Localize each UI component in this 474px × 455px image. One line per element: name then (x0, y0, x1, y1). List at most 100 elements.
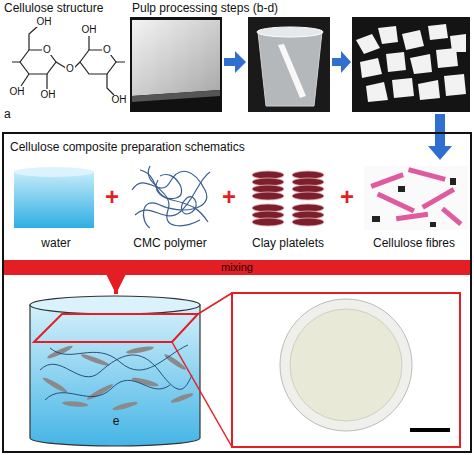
mixing-beaker (170, 392, 194, 405)
pulp-pieces-photo (386, 52, 406, 72)
mixing-beaker (50, 345, 188, 370)
pulp-cup-photo (258, 32, 322, 106)
pulp-pieces-photo (356, 34, 380, 54)
mixing-beaker (30, 296, 200, 446)
mixing-beaker (62, 400, 88, 407)
pulp-pieces-photo (418, 80, 440, 100)
cellulose-fibres (430, 222, 436, 227)
zoom-lines (198, 293, 232, 314)
plus-sign: + (104, 185, 120, 209)
pulp-cup-photo (248, 17, 330, 112)
cellulose-molecule (12, 26, 125, 95)
atom-label: OH (40, 90, 57, 100)
node-text: Clay platelets (252, 236, 324, 250)
mixing-beaker (30, 296, 200, 314)
cellulose-fibres (450, 178, 456, 185)
atom-label: OH (36, 17, 53, 27)
ingredient-box: Clay platelets (240, 162, 336, 250)
cellulose-molecule (88, 36, 89, 50)
pulp-pieces-photo (392, 78, 414, 98)
node-text: CMC polymer (133, 236, 206, 250)
atom-label: O (102, 45, 112, 55)
pulp-cup-photo (278, 44, 306, 98)
pulp-pieces-photo (352, 17, 470, 112)
mixing-beaker (86, 382, 114, 401)
cellulose-fibres (408, 167, 446, 182)
mixing-beaker (42, 344, 195, 412)
cellulose-molecule (29, 26, 38, 50)
panel-heading: Cellulose structure (4, 2, 103, 14)
panel-letter: a (4, 108, 11, 120)
node-text: Cellulose fibres (373, 236, 455, 250)
pulp-pieces-photo (402, 30, 424, 50)
polymer-chains (148, 166, 200, 226)
plus-sign: + (221, 185, 237, 209)
node-text: Cellulose composite preparation schemati… (10, 140, 245, 154)
pulp-pieces-photo (410, 54, 432, 74)
pulp-sheet-photo (132, 20, 220, 96)
clay-platelets (252, 171, 324, 226)
process-arrow (332, 51, 351, 73)
pulp-cup-photo (248, 17, 330, 112)
cellulose-fibres (364, 166, 468, 230)
atom-label: OH (111, 95, 128, 105)
pulp-cup-photo (257, 27, 323, 37)
atom-label: OH (81, 25, 98, 35)
pulp-pieces-photo (352, 17, 470, 112)
ingredient-box: Cellulose fibres (360, 162, 468, 250)
process-arrow (428, 114, 452, 160)
composite-photo (290, 309, 402, 421)
water-beaker (14, 167, 94, 177)
plus-sign: + (339, 185, 355, 209)
composite-photo (410, 428, 450, 432)
pulp-pieces-photo (360, 58, 382, 78)
polymer-chains (135, 172, 210, 216)
cellulose-molecule (12, 61, 125, 62)
zoom-lines (172, 293, 232, 447)
cellulose-molecule (21, 74, 29, 86)
mixing-beaker (112, 400, 138, 412)
pulp-pieces-photo (428, 24, 448, 40)
composite-photo (232, 293, 460, 447)
beaker-box: e (28, 294, 204, 450)
cellulose-fibres (421, 187, 455, 209)
clay-platelets (292, 218, 324, 226)
mixing-band: mixing (4, 260, 470, 275)
cellulose-molecule (46, 74, 47, 89)
node-text: water (41, 236, 70, 250)
polymer-chains (132, 166, 210, 228)
mixing-beaker (80, 353, 110, 368)
mixing-beaker (30, 305, 200, 446)
clay-platelets (252, 192, 284, 200)
water-beaker (14, 167, 94, 228)
atom-label: O (65, 64, 75, 74)
panel-box: Cellulose composite preparation schemati… (2, 132, 472, 453)
mixing-beaker (45, 380, 170, 400)
cellulose-fibres (364, 166, 468, 230)
ingredient-box: CMC polymer (122, 162, 218, 250)
pulp-pieces-photo (378, 26, 398, 44)
mixing-beaker (46, 344, 73, 360)
composite-photo (280, 299, 412, 431)
mixing-beaker (34, 314, 198, 342)
cellulose-fibres (396, 212, 428, 221)
cellulose-molecule (107, 74, 114, 95)
mixing-beaker (42, 376, 69, 394)
cellulose-fibres (441, 207, 463, 226)
mixing-beaker (40, 345, 192, 400)
ingredient-box: water (8, 162, 104, 250)
node-text: mixing (221, 261, 253, 274)
polymer-chains (181, 197, 196, 214)
water-beaker (14, 172, 94, 228)
mixing-beaker (126, 345, 154, 355)
clay-platelets (252, 218, 284, 226)
zoom-lines (172, 342, 232, 447)
pulp-sheet-photo (130, 17, 222, 112)
flow-arrow (114, 275, 118, 294)
process-arrow (224, 51, 246, 73)
pulp-sheet-photo (132, 90, 220, 102)
atom-label: O (42, 45, 52, 55)
atom-label: OH (9, 87, 26, 97)
node-text: e (113, 414, 120, 428)
